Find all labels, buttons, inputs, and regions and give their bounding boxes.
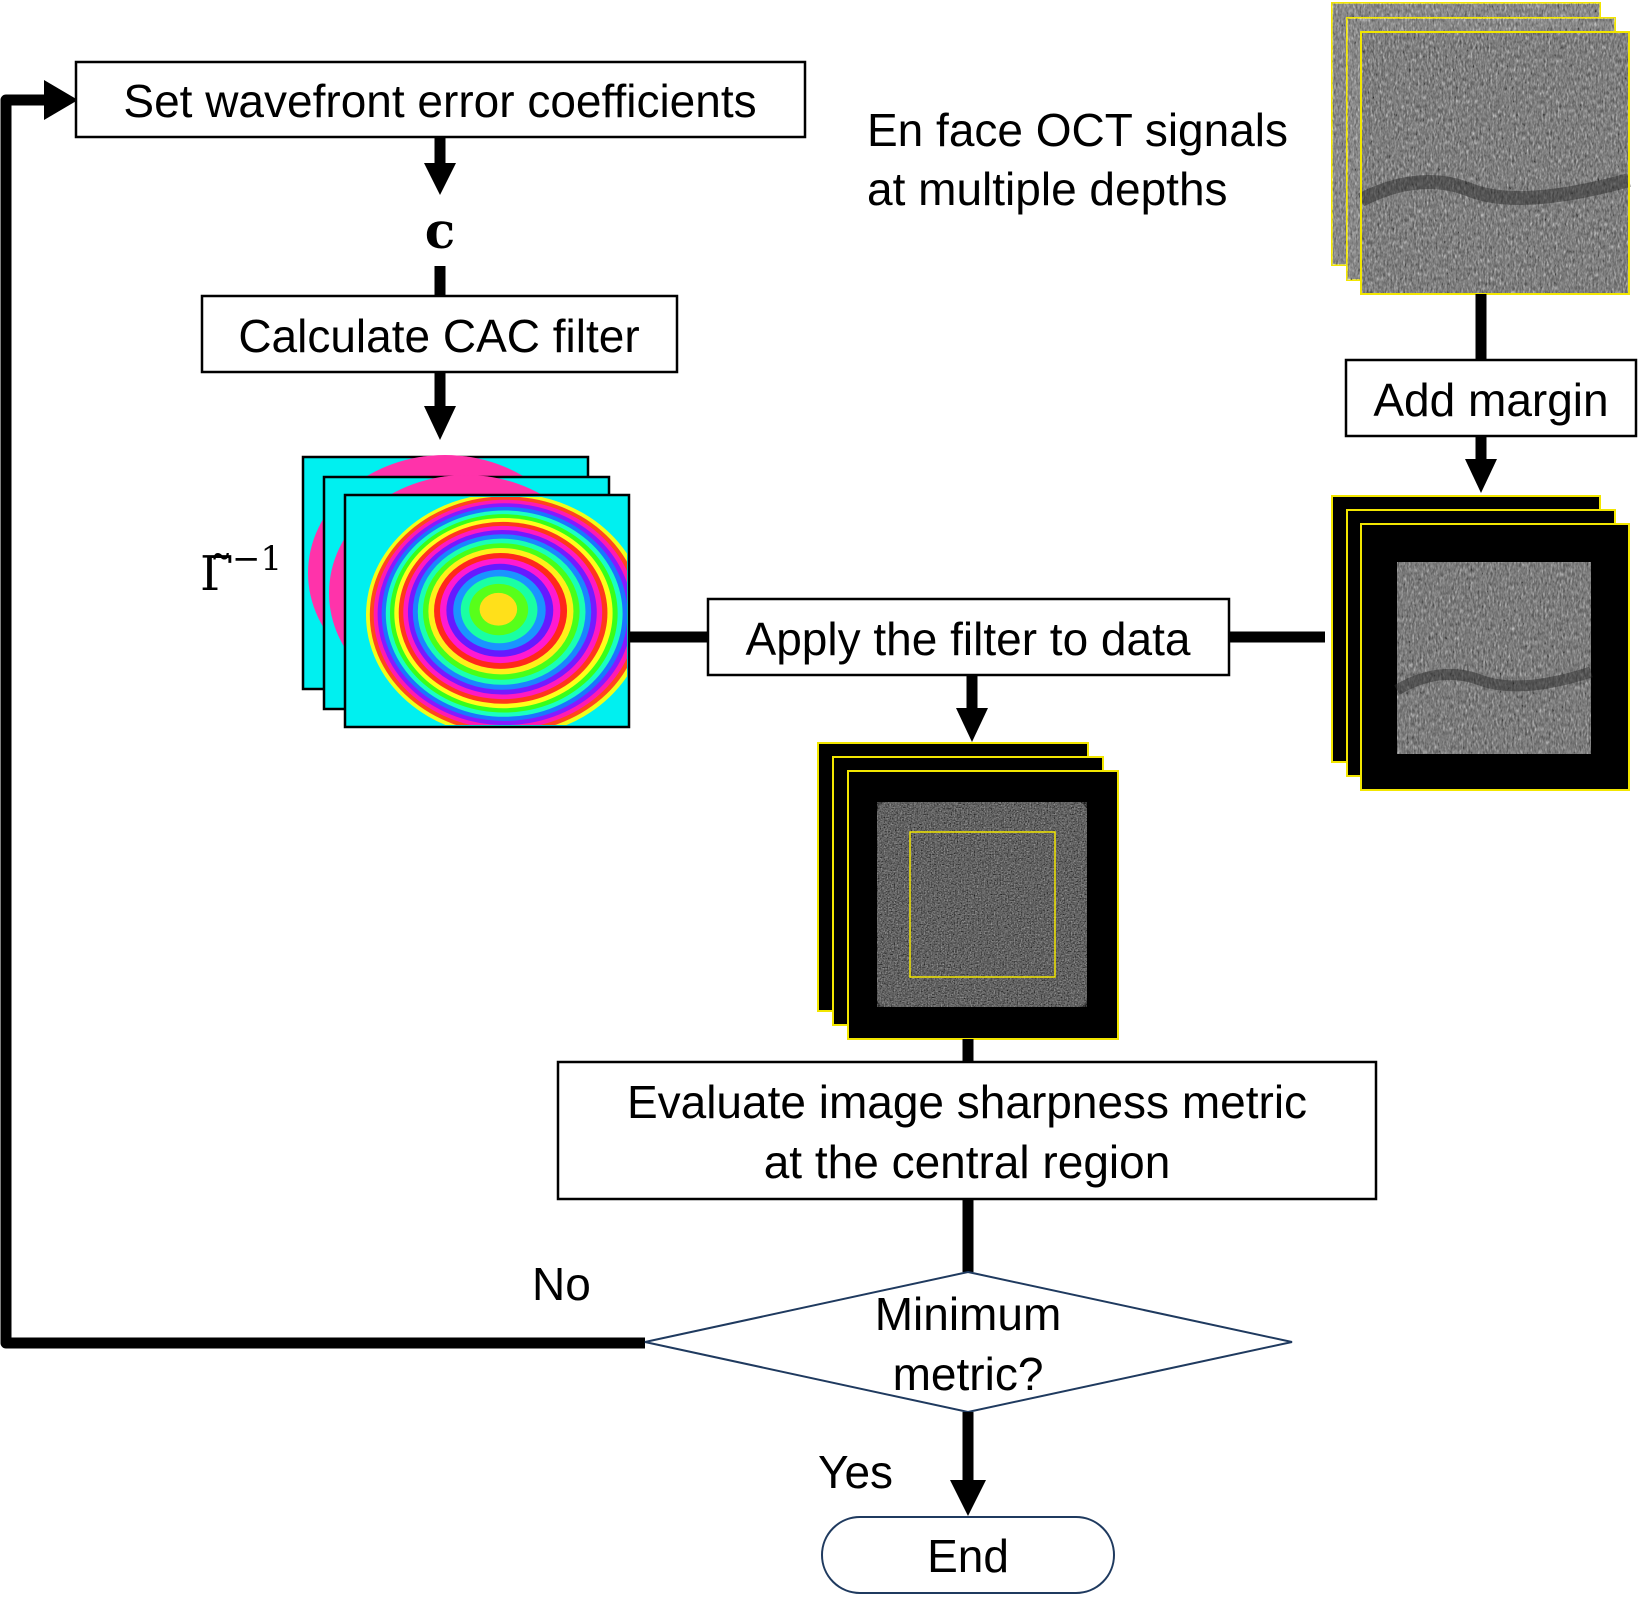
add-margin-box: Add margin [1344,358,1638,438]
set-coefficients-label: Set wavefront error coefficients [123,75,756,127]
result-image-front [847,770,1119,1040]
arrowhead-to-result-stack [956,708,988,742]
arrowhead-to-c [424,163,456,195]
oct-input-front [1357,31,1631,295]
arrowhead-to-margin-stack [1465,459,1497,493]
filter-image-stack [301,455,631,729]
evaluate-label-line2: at the central region [764,1136,1171,1188]
evaluate-metric-box: Evaluate image sharpness metric at the c… [556,1060,1378,1201]
decision-diamond: Minimum metric? [644,1270,1293,1414]
filter-symbol: Γ̃ [200,546,233,602]
arrowhead-to-end [950,1480,986,1516]
filter-symbol-exponent: −1 [232,539,282,579]
coefficient-symbol: c [425,201,455,260]
phase-ring [479,592,518,626]
feedback-arrowhead [44,80,78,120]
apply-filter-box: Apply the filter to data [706,597,1231,677]
set-coefficients-box: Set wavefront error coefficients [74,60,807,139]
no-label: No [532,1258,591,1310]
input-label-line2: at multiple depths [867,163,1228,215]
margin-image-front [1360,523,1630,791]
end-label: End [927,1530,1009,1582]
calculate-filter-box: Calculate CAC filter [200,294,679,374]
calculate-filter-label: Calculate CAC filter [238,310,639,362]
oct-input-stack [1331,2,1631,295]
result-image-stack [817,742,1119,1040]
input-label-line1: En face OCT signals [867,104,1288,156]
decision-label-line2: metric? [893,1348,1044,1400]
central-region-marker [909,831,1056,978]
end-terminal: End [821,1516,1115,1594]
arrowhead-to-filter-stack [424,406,456,440]
yes-label: Yes [818,1446,893,1498]
evaluate-label-line1: Evaluate image sharpness metric [627,1076,1307,1128]
decision-label-line1: Minimum [875,1288,1062,1340]
margin-image-stack [1331,495,1630,791]
add-margin-label: Add margin [1373,374,1608,426]
filter-image-front [343,493,631,729]
no-feedback-line [0,94,645,1349]
apply-filter-label: Apply the filter to data [746,613,1191,665]
